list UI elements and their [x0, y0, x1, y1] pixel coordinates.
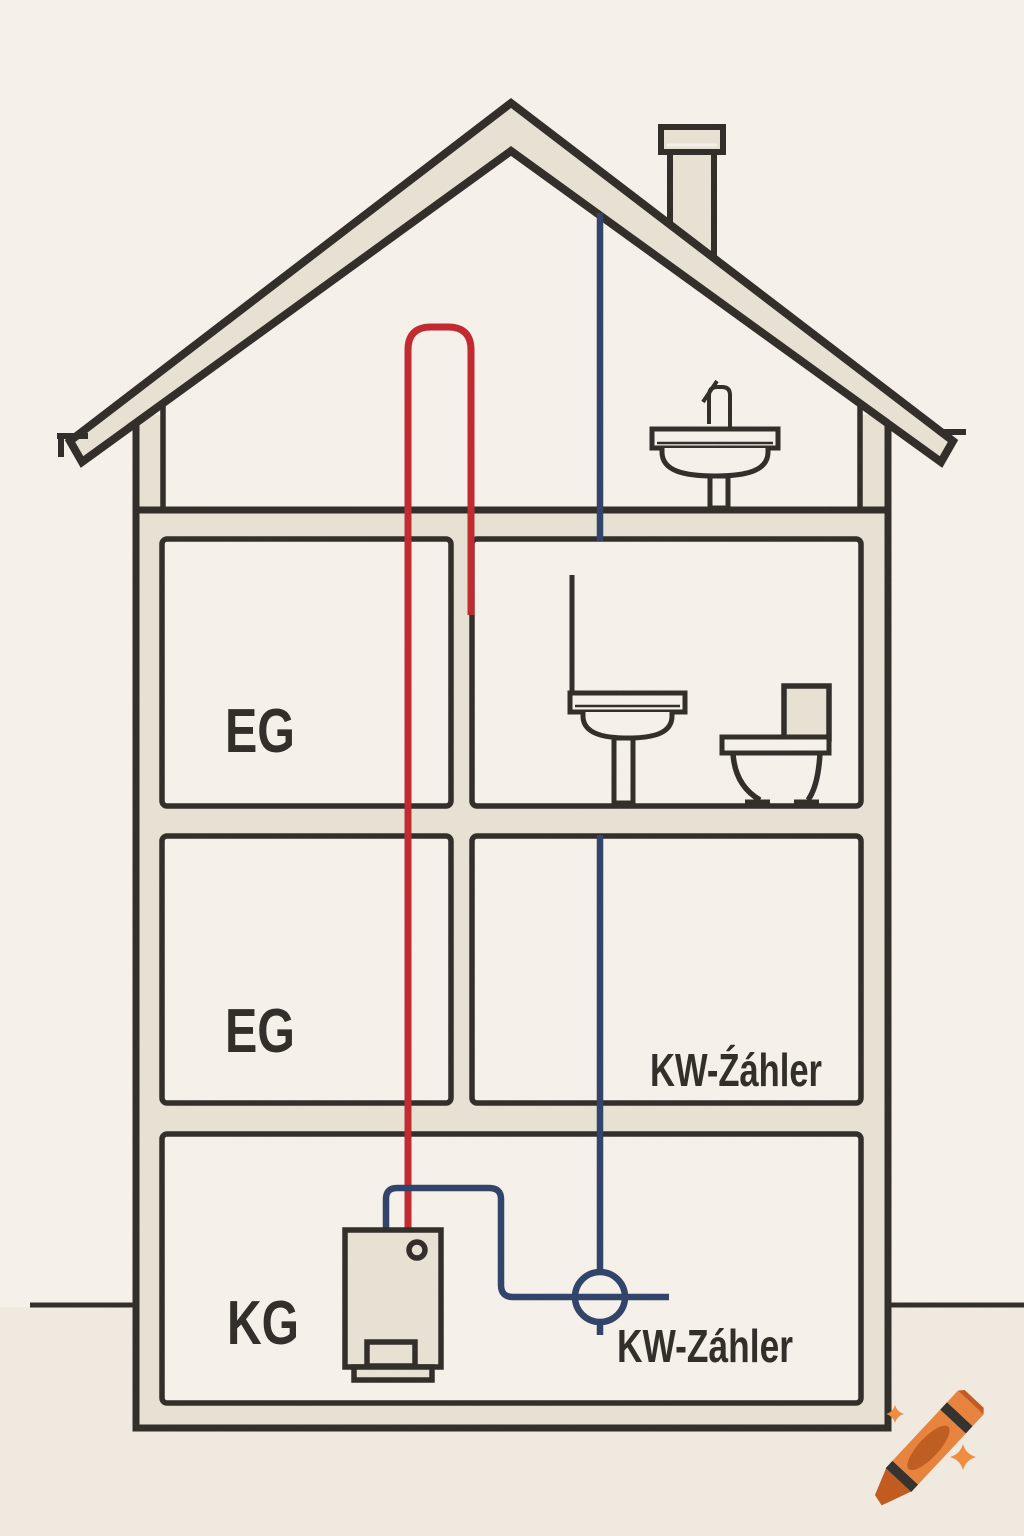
boiler — [342, 1227, 444, 1383]
label-kg: KG — [227, 1289, 299, 1358]
boiler-base — [351, 1364, 435, 1383]
basin-rim — [649, 426, 781, 451]
chimney-cap — [658, 124, 726, 155]
label-eg-lower: EG — [225, 997, 295, 1066]
label-kw-zaehler-upper: KW-Źáhler — [650, 1044, 822, 1096]
basin-bowl — [659, 448, 771, 479]
basin-rim — [567, 690, 688, 715]
boiler-knob — [406, 1239, 428, 1261]
label-eg-upper: EG — [225, 697, 295, 766]
room-bathroom — [469, 536, 864, 809]
toilet-tank — [781, 683, 832, 742]
basin-pedestal — [611, 735, 636, 806]
basin-bowl — [580, 712, 675, 741]
boiler-door — [364, 1339, 418, 1369]
label-kw-zaehler-lower: KW-Záhler — [617, 1320, 793, 1372]
basin-pedestal — [707, 473, 731, 511]
toilet-seat — [719, 734, 832, 756]
